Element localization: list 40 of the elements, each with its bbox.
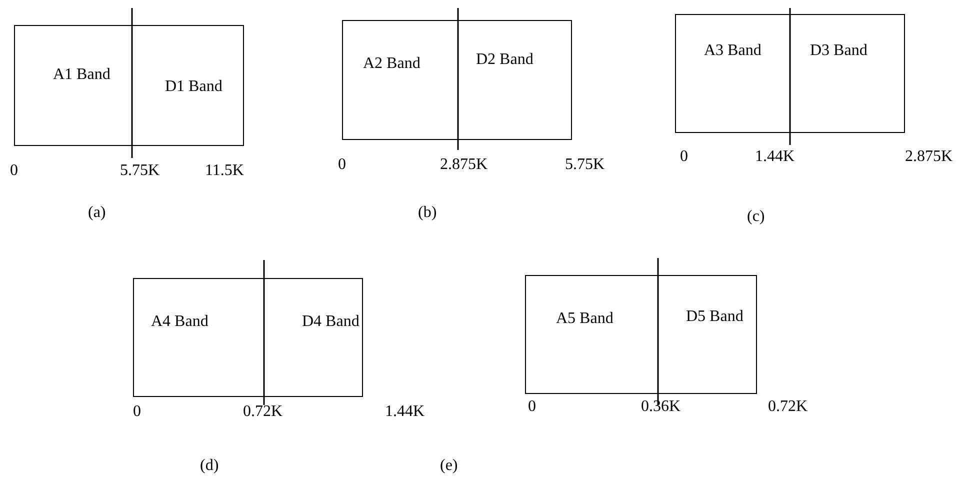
panel-label: (a) [88, 204, 106, 222]
panel-label: (c) [747, 208, 765, 226]
frequency-label: 5.75K [120, 162, 160, 180]
frequency-label: 0.72K [768, 398, 808, 416]
frequency-label: 0 [133, 403, 141, 421]
band-box [525, 275, 658, 394]
band-box [14, 25, 132, 146]
frequency-label: 2.875K [905, 148, 953, 166]
band-label: A1 Band [53, 66, 112, 84]
frequency-label: 0 [338, 156, 346, 174]
panel-label: (e) [440, 457, 458, 475]
band-label: A2 Band [363, 55, 422, 73]
band-label: D4 Band [302, 313, 360, 331]
frequency-label: 0.72K [243, 403, 283, 421]
band-box [132, 25, 244, 146]
panel-label: (d) [200, 457, 219, 475]
band-box [790, 14, 905, 133]
band-label: A3 Band [704, 42, 762, 60]
band-box [675, 14, 790, 133]
frequency-label: 5.75K [565, 156, 605, 174]
band-box [133, 278, 264, 397]
frequency-label: 0 [10, 162, 18, 180]
band-label: D3 Band [810, 42, 868, 60]
band-box [458, 20, 572, 140]
band-label: D2 Band [476, 51, 534, 69]
band-label: D1 Band [165, 78, 224, 96]
frequency-label: 2.875K [440, 156, 488, 174]
panel-label: (b) [418, 204, 437, 222]
frequency-label: 0 [528, 398, 536, 416]
frequency-label: 11.5K [205, 162, 244, 180]
band-box [658, 275, 757, 394]
band-label: A4 Band [151, 313, 210, 331]
frequency-label: 1.44K [755, 148, 795, 166]
frequency-label: 1.44K [385, 403, 425, 421]
band-box [342, 20, 458, 140]
band-label: A5 Band [556, 310, 614, 328]
band-label: D5 Band [686, 308, 744, 326]
frequency-label: 0 [680, 148, 688, 166]
band-box [264, 278, 363, 397]
frequency-label: 0.36K [641, 398, 681, 416]
